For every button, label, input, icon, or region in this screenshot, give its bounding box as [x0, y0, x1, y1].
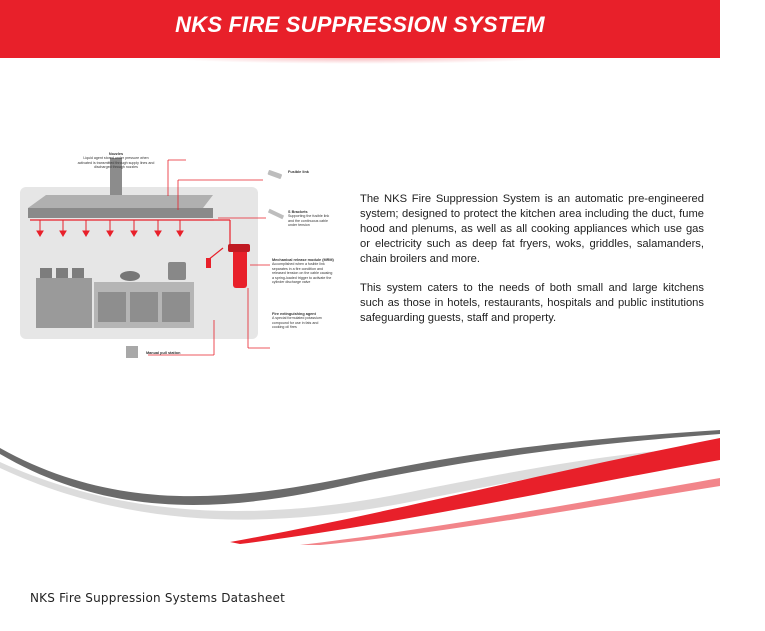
datasheet-page: NKS FIRE SUPPRESSION SYSTEM — [0, 0, 720, 545]
header-glow — [160, 50, 560, 64]
page-title: NKS FIRE SUPPRESSION SYSTEM — [175, 12, 545, 37]
wok — [120, 271, 140, 281]
description-paragraph-2: This system caters to the needs of both … — [360, 282, 704, 324]
label-nozzles: Nozzles Liquid agent stored under pressu… — [77, 152, 155, 170]
release-module — [228, 244, 250, 252]
nozzle-arrows — [36, 220, 184, 237]
gray-swoosh — [0, 430, 720, 505]
agent-cylinder — [233, 248, 247, 288]
description-text: The NKS Fire Suppression System is an au… — [360, 192, 704, 340]
label-agent: Fire extinguishing agent A special formu… — [272, 312, 322, 330]
hood-front — [28, 208, 213, 218]
leader-lines — [148, 159, 270, 356]
label-mrm: Mechanical release module (MRM) Accompli… — [272, 258, 334, 285]
label-s-brackets: S Brackets Supporting the fusible link a… — [288, 210, 330, 228]
decorative-swoosh — [0, 430, 720, 545]
stock-pot — [168, 262, 186, 280]
red-swoosh — [230, 438, 720, 544]
s-bracket-icon — [267, 208, 285, 220]
exhaust-duct — [110, 158, 122, 196]
label-manual-pull-station: Manual pull station — [146, 351, 181, 355]
fusible-link-icon — [267, 170, 282, 179]
label-fusible-link: Fusible link — [288, 170, 309, 174]
manual-pull-station-icon — [126, 346, 138, 358]
gray-swoosh-shadow — [0, 446, 720, 520]
kitchen-diagram-illustration — [20, 158, 285, 358]
fume-hood — [28, 195, 213, 208]
header-banner: NKS FIRE SUPPRESSION SYSTEM — [0, 0, 720, 58]
kitchen-system-diagram: Nozzles Liquid agent stored under pressu… — [18, 140, 338, 360]
fryer-unit — [36, 278, 92, 328]
description-paragraph-1: The NKS Fire Suppression System is an au… — [360, 193, 704, 265]
footer-caption: NKS Fire Suppression Systems Datasheet — [30, 591, 286, 605]
